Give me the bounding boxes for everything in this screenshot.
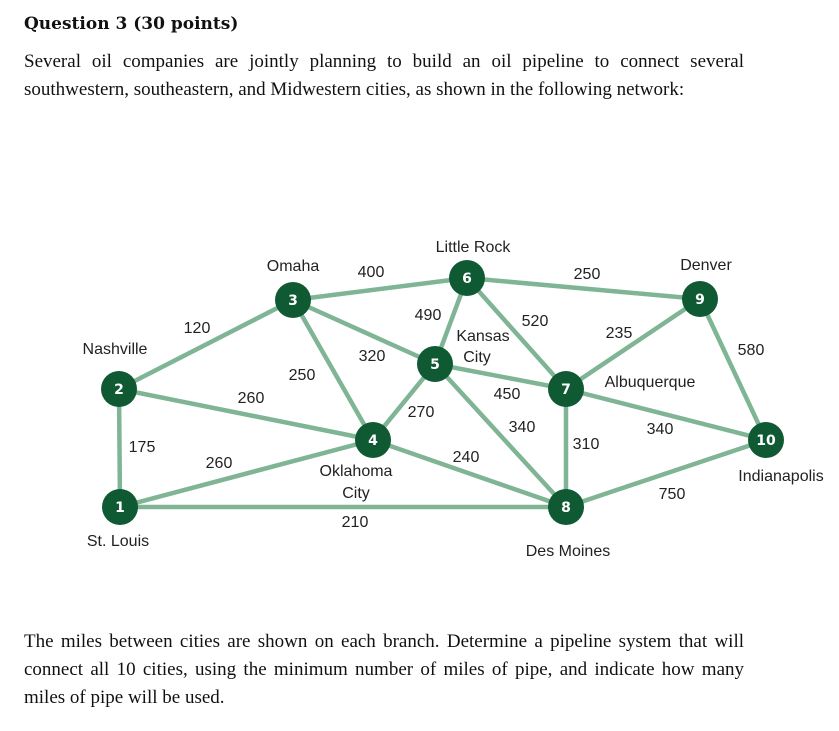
node-2: 2: [101, 371, 137, 407]
edge-1-2: [116, 386, 123, 510]
node-circle-2: [101, 371, 137, 407]
edge-weight-1-2: 175: [129, 439, 156, 456]
city-label-5-line-2: City: [463, 349, 491, 366]
city-label-2: Nashville: [83, 341, 148, 358]
question-outro: The miles between cities are shown on ea…: [24, 631, 744, 708]
node-3: 3: [275, 282, 311, 318]
edge-7-10: [563, 386, 769, 443]
edge-weight-2-3: 120: [184, 320, 211, 337]
edge-5-8: [432, 361, 569, 510]
node-circle-1: [102, 489, 138, 525]
city-label-9: Denver: [680, 257, 732, 274]
node-1: 1: [102, 489, 138, 525]
node-circle-7: [548, 371, 584, 407]
node-circle-6: [449, 260, 485, 296]
edge-5-7: [432, 361, 569, 392]
node-circle-5: [417, 346, 453, 382]
city-label-5-line-1: Kansas: [456, 328, 509, 345]
node-9: 9: [682, 281, 718, 317]
edge-1-4: [117, 437, 376, 510]
node-circle-4: [355, 422, 391, 458]
node-circle-10: [748, 422, 784, 458]
node-10: 10: [748, 422, 784, 458]
edge-weight-1-8: 210: [342, 514, 369, 531]
edge-weight-1-4: 260: [206, 455, 233, 472]
edge-2-3: [116, 297, 296, 392]
edge-weight-6-7: 520: [522, 313, 549, 330]
edge-weight-4-8: 240: [453, 449, 480, 466]
node-number-3: 3: [288, 293, 298, 309]
edge-8-10: [563, 437, 769, 510]
edge-weight-3-6: 400: [358, 264, 385, 281]
edges-layer: [116, 275, 769, 510]
city-label-8: Des Moines: [526, 543, 610, 560]
edge-weight-5-6: 490: [415, 307, 442, 324]
node-4: 4: [355, 422, 391, 458]
edge-4-8: [370, 437, 569, 510]
edge-6-9: [464, 275, 703, 302]
edge-7-9: [563, 296, 703, 392]
node-6: 6: [449, 260, 485, 296]
edge-weight-2-4: 260: [238, 390, 265, 407]
node-circle-8: [548, 489, 584, 525]
city-label-10: Indianapolis: [738, 468, 823, 485]
node-8: 8: [548, 489, 584, 525]
edge-weight-3-5: 320: [359, 348, 386, 365]
node-number-2: 2: [114, 382, 124, 398]
city-label-6: Little Rock: [436, 239, 512, 256]
city-label-4-line-1: Oklahoma: [320, 463, 393, 480]
edge-6-7: [464, 275, 569, 392]
node-number-8: 8: [561, 500, 571, 516]
edge-weights-layer: 175 260 210 120 260 250 320 400 270 240 490 450 340 5…: [129, 264, 765, 531]
city-label-1: St. Louis: [87, 533, 149, 550]
node-7: 7: [548, 371, 584, 407]
question-intro: Several oil companies are jointly planni…: [24, 51, 744, 100]
node-circle-3: [275, 282, 311, 318]
edge-2-4: [116, 386, 376, 443]
node-circle-9: [682, 281, 718, 317]
city-label-7: Albuquerque: [605, 374, 696, 391]
edge-weight-3-4: 250: [289, 367, 316, 384]
node-number-10: 10: [756, 433, 776, 449]
edge-9-10: [697, 296, 769, 443]
edge-weight-9-10: 580: [738, 342, 765, 359]
nodes-layer: 1 2 3 4 5 6 7 8 9 10: [101, 260, 784, 525]
edge-weight-6-9: 250: [574, 266, 601, 283]
edge-weight-5-7: 450: [494, 386, 521, 403]
edge-weight-7-8: 310: [573, 436, 600, 453]
edge-weight-7-9: 235: [606, 325, 633, 342]
edge-weight-5-8: 340: [509, 419, 536, 436]
node-number-6: 6: [462, 271, 472, 287]
edge-weight-8-10: 750: [659, 486, 686, 503]
node-number-5: 5: [430, 357, 440, 373]
edge-3-5: [290, 297, 438, 367]
edge-3-4: [290, 297, 376, 443]
node-number-9: 9: [695, 292, 705, 308]
node-number-4: 4: [368, 433, 378, 449]
edge-weight-7-10: 340: [647, 421, 674, 438]
edge-3-6: [290, 275, 470, 303]
question-heading: Question 3 (30 points): [24, 14, 239, 34]
edge-weight-4-5: 270: [408, 404, 435, 421]
node-number-1: 1: [115, 500, 125, 516]
city-labels-layer: St. LouisNashvilleOmahaOklahomaCityKansa…: [83, 239, 824, 560]
node-5: 5: [417, 346, 453, 382]
city-label-3: Omaha: [267, 258, 320, 275]
city-label-4-line-2: City: [342, 485, 370, 502]
node-number-7: 7: [561, 382, 571, 398]
